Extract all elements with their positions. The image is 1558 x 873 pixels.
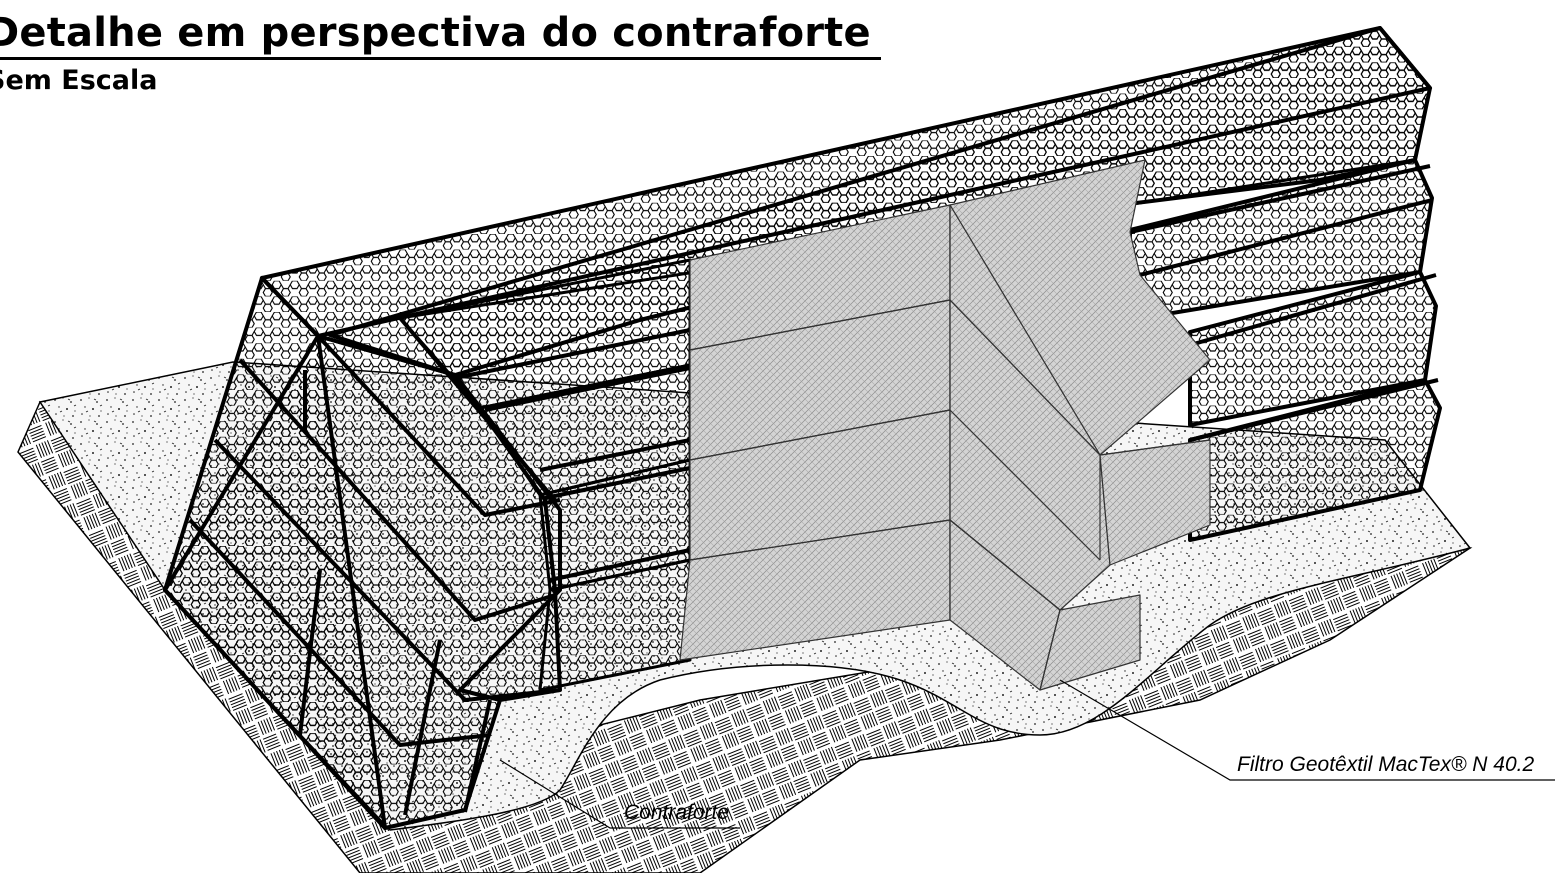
title-underline	[0, 57, 881, 60]
callout-leader-contraforte	[499, 759, 740, 829]
scale-note: Sem Escala	[0, 65, 158, 96]
callout-filtro-geotextil: Filtro Geotêxtil MacTex® N 40.2	[1237, 753, 1535, 776]
geotextile-filter	[679, 159, 1211, 691]
counterfort-gabions	[163, 276, 562, 830]
callout-contraforte: Contraforte	[624, 801, 730, 824]
callout-leader-filtro	[1059, 679, 1555, 781]
page-title: Detalhe em perspectiva do contraforte	[0, 10, 871, 56]
